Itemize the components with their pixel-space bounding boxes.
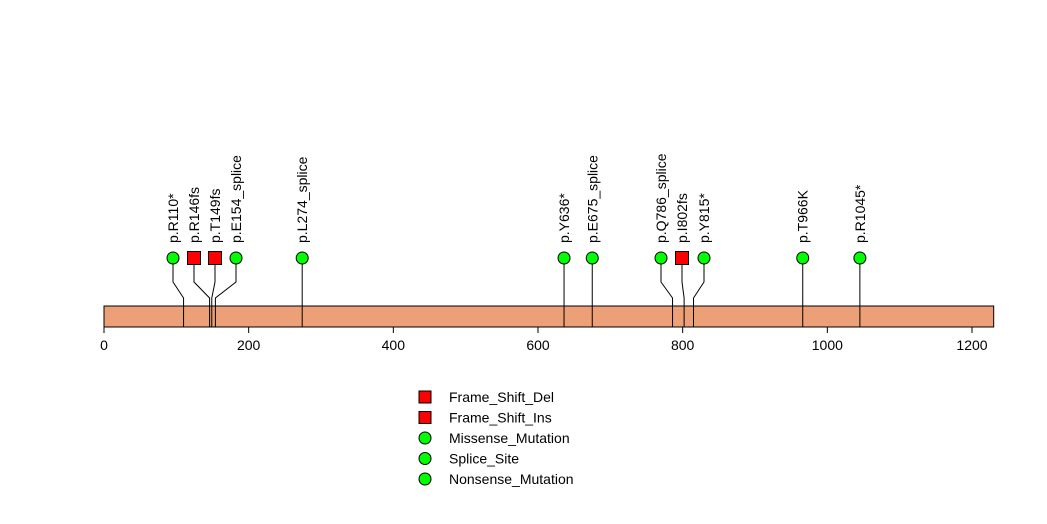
legend-label: Frame_Shift_Del	[449, 389, 554, 405]
legend-label: Nonsense_Mutation	[449, 471, 574, 487]
mutation-label: p.Q786_splice	[653, 153, 669, 243]
mutation-lollipop: p.Y636*	[556, 193, 572, 327]
mutation-lollipop: p.E154_splice	[214, 155, 244, 327]
mutation-stem	[214, 258, 237, 327]
mutation-lollipop: p.R146fs	[186, 187, 211, 327]
x-tick-label: 0	[100, 337, 108, 353]
mutation-label: p.Y636*	[556, 193, 572, 243]
mutation-head-circle	[585, 251, 599, 265]
x-tick-label: 1200	[956, 337, 987, 353]
mutation-head-square	[675, 251, 689, 265]
mutation-label: p.R1045*	[852, 184, 868, 243]
mutation-label: p.T966K	[795, 189, 811, 243]
mutation-lollipop: p.I802fs	[674, 193, 690, 327]
legend-circle-icon	[418, 472, 432, 486]
legend-item: Splice_Site	[418, 451, 519, 467]
mutation-stem	[172, 258, 185, 327]
mutation-label: p.T149fs	[207, 189, 223, 243]
mutation-label: p.E154_splice	[228, 155, 244, 243]
mutation-head-circle	[229, 251, 243, 265]
mutation-lollipop: p.Y815*	[693, 193, 712, 327]
mutation-head-square	[208, 251, 222, 265]
mutation-label: p.E675_splice	[584, 155, 600, 243]
legend-item: Missense_Mutation	[418, 430, 570, 446]
mutation-head-square	[187, 251, 201, 265]
x-tick-label: 600	[526, 337, 550, 353]
legend-circle-icon	[418, 452, 432, 465]
mutation-stem	[681, 258, 685, 327]
x-tick-label: 200	[237, 337, 261, 353]
mutation-lollipop: p.T149fs	[207, 189, 223, 327]
mutation-stem	[193, 258, 211, 327]
mutation-lollipop: p.E675_splice	[584, 155, 600, 327]
mutation-lollipop: p.R110*	[165, 193, 185, 327]
mutation-head-circle	[697, 251, 711, 265]
mutation-stem	[693, 258, 705, 327]
mutation-label: p.R146fs	[186, 187, 202, 243]
mutation-head-circle	[654, 251, 668, 265]
legend-circle-icon	[418, 431, 432, 445]
mutation-stem	[660, 258, 674, 327]
mutation-label: p.Y815*	[696, 193, 712, 243]
mutation-label: p.I802fs	[674, 193, 690, 243]
legend-label: Frame_Shift_Ins	[449, 410, 552, 426]
legend-square-icon	[418, 411, 432, 424]
mutation-head-circle	[796, 251, 810, 265]
mutation-head-circle	[557, 251, 571, 265]
x-tick-label: 800	[671, 337, 695, 353]
x-tick-label: 1000	[812, 337, 843, 353]
mutation-head-circle	[853, 251, 867, 265]
legend-item: Frame_Shift_Del	[418, 389, 554, 405]
mutation-label: p.L274_splice	[294, 156, 310, 243]
mutation-head-circle	[166, 251, 180, 265]
legend-item: Frame_Shift_Ins	[418, 410, 552, 426]
mutation-head-circle	[295, 251, 309, 265]
mutation-label: p.R110*	[165, 193, 181, 243]
mutation-lollipop: p.Q786_splice	[653, 153, 674, 327]
legend-square-icon	[418, 390, 432, 404]
mutation-lollipop: p.R1045*	[852, 184, 868, 327]
mutation-stem	[211, 258, 216, 327]
legend-label: Splice_Site	[449, 451, 519, 467]
x-tick-label: 400	[382, 337, 406, 353]
legend-item: Nonsense_Mutation	[418, 471, 574, 487]
mutation-lollipop: p.T966K	[795, 189, 811, 327]
mutation-lollipop: p.L274_splice	[294, 156, 310, 327]
legend-label: Missense_Mutation	[449, 430, 570, 446]
